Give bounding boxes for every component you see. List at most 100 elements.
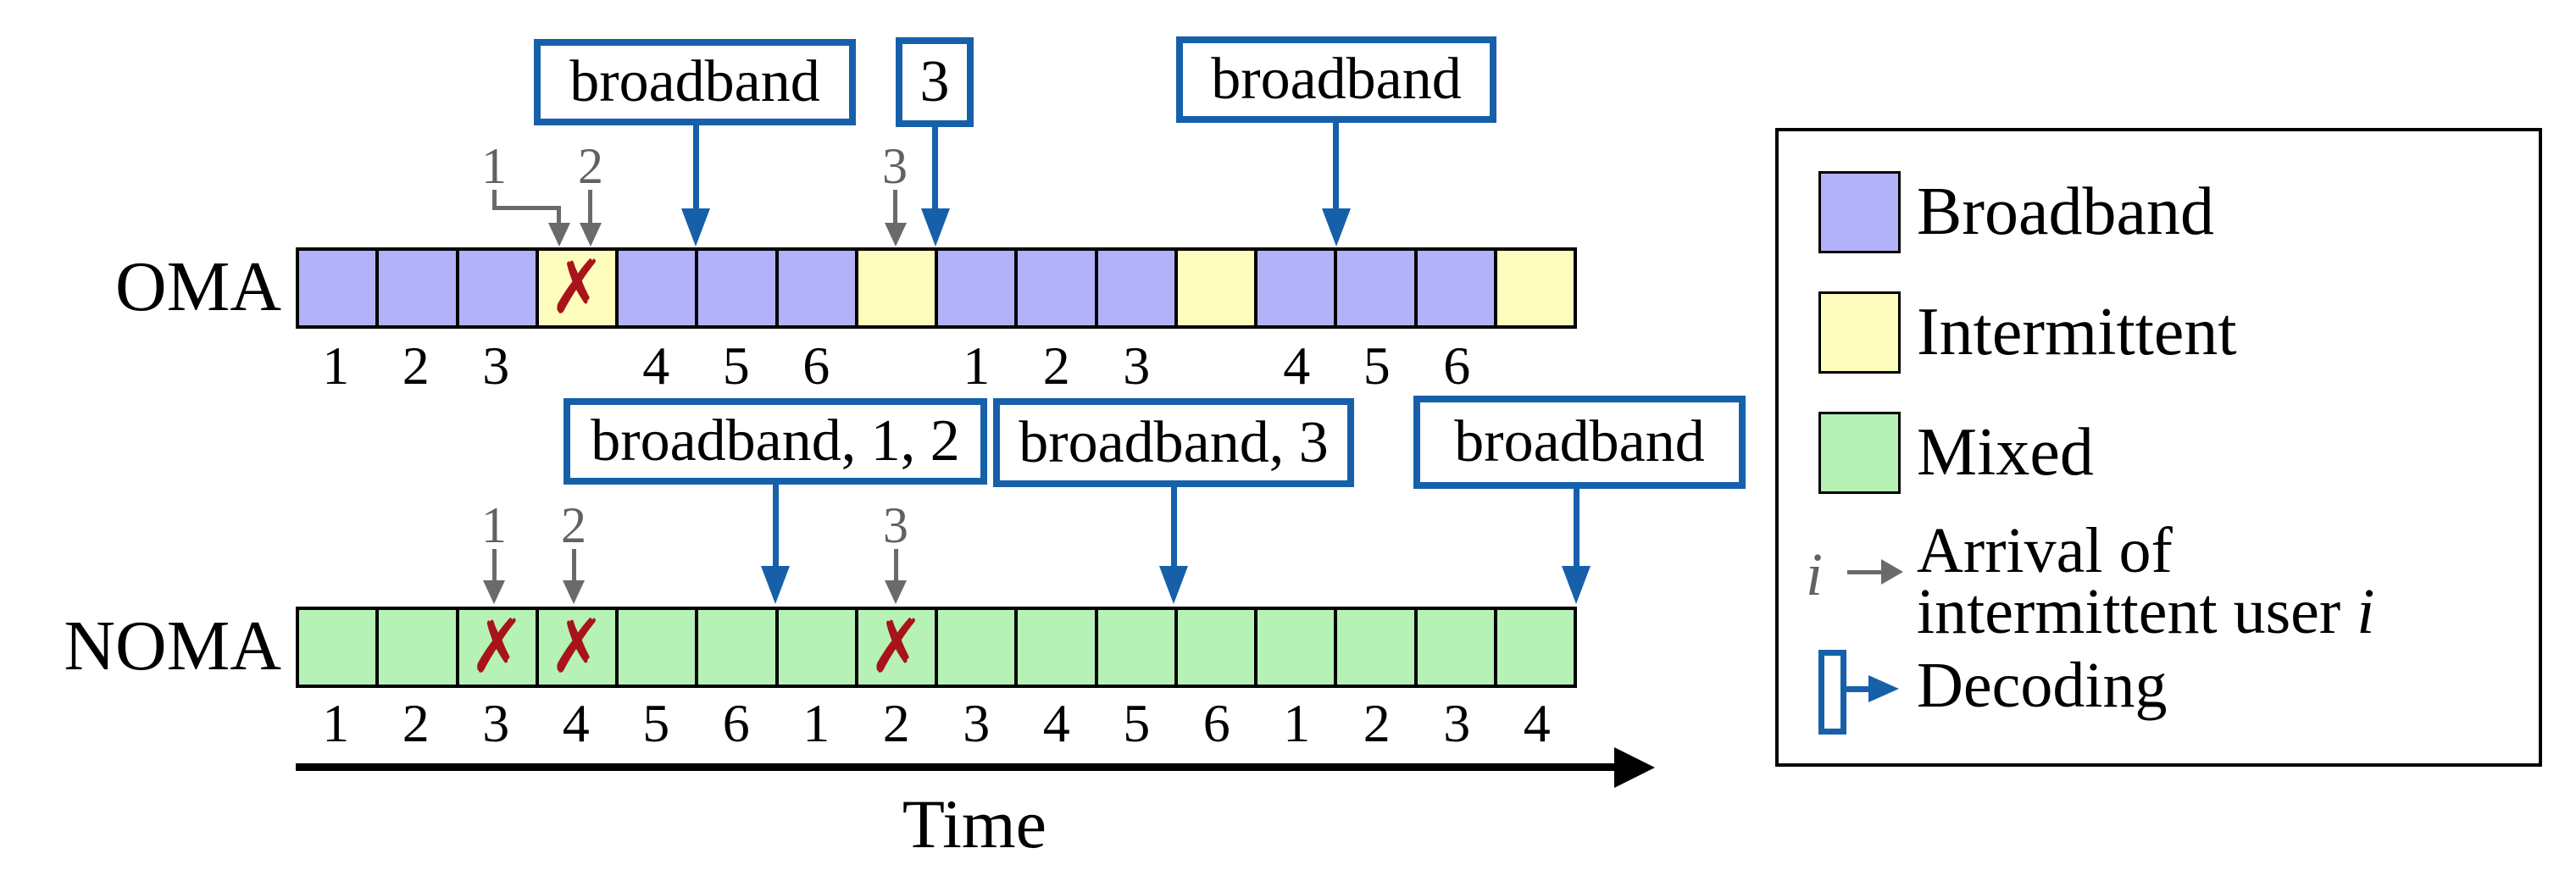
legend-arrival-description: Arrival of intermittent user i	[1917, 518, 2374, 644]
oma-arrival-user3-arrowhead-icon	[885, 223, 907, 247]
legend-label-mixed: Mixed	[1917, 415, 2094, 490]
slot-number: 2	[402, 693, 430, 753]
mixed-slot	[695, 610, 775, 685]
legend-arrival-arrow-icon	[1847, 570, 1883, 574]
oma-arrival-user1-number: 1	[481, 138, 507, 194]
legend-arrival-symbol-i: i	[1805, 541, 1823, 608]
mixed-slot	[615, 610, 696, 685]
broadband-slot	[375, 251, 456, 325]
noma-decode-arrow1-icon	[773, 485, 779, 567]
broadband-slot	[1254, 251, 1335, 325]
legend-label-broadband: Broadband	[1917, 175, 2215, 249]
oma-arrival-user2-number: 2	[578, 138, 603, 194]
oma-arrival-user2-arrowhead-icon	[580, 223, 602, 247]
callout-text: broadband	[1211, 47, 1462, 112]
slot-number: 3	[1443, 693, 1471, 753]
broadband-slot	[1014, 251, 1095, 325]
oma-arrival-user3-number: 3	[882, 138, 908, 194]
broadband-slot	[299, 251, 376, 325]
oma-arrival-user3-arrow-icon	[893, 190, 897, 224]
noma-decode-arrow3-head-icon	[1562, 566, 1591, 604]
mixed-slot	[774, 610, 855, 685]
legend-swatch-intermittent	[1818, 291, 1901, 374]
broadband-slot	[695, 251, 775, 325]
oma-decode-arrow2-head-icon	[921, 208, 950, 247]
slot-number: 2	[1363, 693, 1391, 753]
legend-decoding-slot-icon	[1818, 650, 1846, 735]
slot-number: 4	[642, 335, 670, 396]
oma-arrival-user1-arrow-icon	[492, 190, 497, 210]
broadband-slot	[1413, 251, 1494, 325]
mixed-slot	[1413, 610, 1494, 685]
slot-number: 2	[882, 693, 910, 753]
oma-row-label: OMA	[114, 247, 281, 326]
oma-decode-arrow1-icon	[693, 125, 699, 210]
oma-decode-callout-broadband-1: broadband	[534, 39, 856, 125]
noma-row-label: NOMA	[64, 606, 281, 685]
mixed-slot	[935, 610, 1015, 685]
legend-arrival-line2: intermittent user	[1917, 576, 2341, 647]
slot-number: 6	[1443, 335, 1471, 396]
noma-decode-callout-broadband-1-2: broadband, 1, 2	[564, 398, 987, 485]
noma-decode-arrow2-icon	[1171, 487, 1177, 567]
noma-timeline-bar: ✗✗✗	[296, 604, 1577, 690]
noma-arrival-user1-arrow-icon	[492, 549, 497, 581]
noma-arrival-user2-arrowhead-icon	[563, 580, 585, 604]
broadband-slot	[935, 251, 1015, 325]
mixed-slot	[1014, 610, 1095, 685]
slot-number: 5	[722, 335, 750, 396]
oma-arrival-user2-arrow-icon	[588, 190, 592, 224]
noma-arrival-user2-number: 2	[561, 497, 586, 553]
legend-decoding-label: Decoding	[1917, 649, 2168, 721]
slot-number: 2	[402, 335, 430, 396]
noma-arrival-user2-arrow-icon	[572, 549, 576, 581]
failed-transmission-x-icon: ✗	[469, 604, 525, 690]
intermittent-slot	[1493, 251, 1574, 325]
slot-number: 3	[963, 693, 991, 753]
slot-number: 3	[1123, 335, 1151, 396]
noma-decode-arrow2-head-icon	[1159, 566, 1188, 604]
noma-arrival-user1-arrowhead-icon	[483, 580, 505, 604]
slot-number: 4	[1042, 693, 1070, 753]
slot-number: 6	[1202, 693, 1230, 753]
slot-number: 5	[1123, 693, 1151, 753]
oma-arrival-user1-arrowhead-icon	[548, 223, 570, 247]
legend-arrival-line2-var: i	[2357, 576, 2375, 647]
callout-text: broadband, 3	[1019, 409, 1329, 475]
oma-arrival-user1-arrow-icon	[557, 206, 561, 225]
callout-text: 3	[919, 49, 950, 114]
slot-number: 6	[802, 335, 830, 396]
noma-arrival-user3-number: 3	[883, 497, 908, 553]
mixed-slot: ✗	[854, 605, 935, 690]
time-axis-line	[296, 763, 1616, 771]
slot-number	[1497, 339, 1578, 393]
time-axis-label: Time	[902, 785, 1047, 862]
slot-number: 4	[1523, 693, 1551, 753]
slot-number: 6	[722, 693, 750, 753]
slot-number: 1	[802, 693, 830, 753]
oma-decode-arrow1-head-icon	[681, 208, 710, 247]
noma-arrival-user1-number: 1	[481, 497, 507, 553]
mixed-slot	[1094, 610, 1174, 685]
mixed-slot	[1493, 610, 1574, 685]
slot-number	[857, 339, 937, 393]
slot-number: 1	[322, 693, 350, 753]
callout-text: broadband, 1, 2	[591, 408, 960, 474]
mixed-slot	[1254, 610, 1335, 685]
slot-number: 5	[1363, 335, 1391, 396]
legend-decoding-arrow-icon	[1845, 686, 1870, 692]
callout-text: broadband	[1454, 409, 1705, 474]
broadband-slot	[455, 251, 536, 325]
failed-transmission-x-icon: ✗	[869, 604, 924, 690]
slot-number	[1177, 339, 1257, 393]
noma-decode-arrow1-head-icon	[761, 566, 790, 604]
mixed-slot: ✗	[535, 605, 615, 690]
slot-number: 3	[482, 335, 510, 396]
intermittent-slot	[854, 251, 935, 325]
callout-text: broadband	[569, 49, 820, 114]
legend-arrival-arrowhead-icon	[1881, 559, 1903, 585]
oma-arrival-user1-arrow-icon	[492, 206, 561, 210]
intermittent-slot	[1174, 251, 1254, 325]
